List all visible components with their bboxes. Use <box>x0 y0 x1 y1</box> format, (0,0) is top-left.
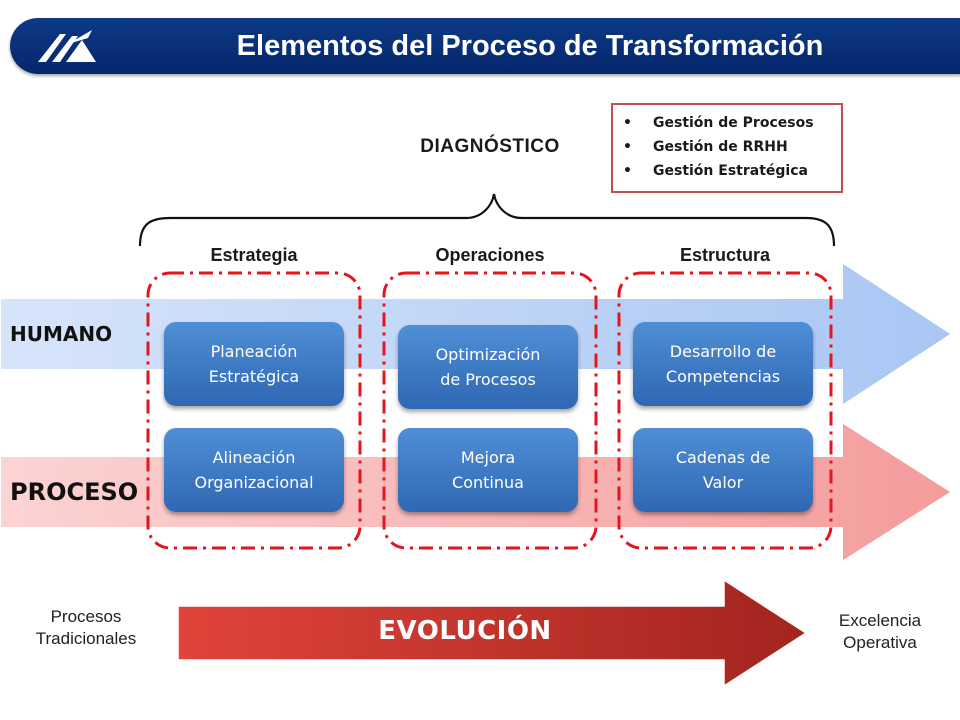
card-planeacion: Planeación Estratégica <box>164 322 344 406</box>
page-title: Elementos del Proceso de Transformación <box>236 30 824 62</box>
row-label-process: PROCESO <box>10 478 139 506</box>
card-mejora: Mejora Continua <box>398 428 578 512</box>
card-alineacion: Alineación Organizacional <box>164 428 344 512</box>
column-label-estructura: Estructura <box>679 245 771 265</box>
evolution-end-label: Excelencia Operativa <box>838 611 922 652</box>
management-areas-box: Gestión de Procesos Gestión de RRHH Gest… <box>611 103 843 193</box>
evolution-arrow <box>177 578 808 688</box>
group-estructura <box>617 271 833 550</box>
card-desarrollo: Desarrollo de Competencias <box>633 322 813 406</box>
list-item: Gestión de Procesos <box>623 111 841 135</box>
list-item: Gestión de RRHH <box>623 135 841 159</box>
diagnosis-brace <box>138 193 836 247</box>
column-label-estrategia: Estrategia <box>210 245 298 265</box>
column-label-operaciones: Operaciones <box>435 245 545 265</box>
group-operaciones <box>382 271 598 550</box>
logo-icon <box>38 30 96 62</box>
card-optimizacion: Optimización de Procesos <box>398 325 578 409</box>
row-label-human: HUMANO <box>10 322 113 346</box>
card-cadenas: Cadenas de Valor <box>633 428 813 512</box>
diagnosis-label: DIAGNÓSTICO <box>420 136 560 157</box>
evolution-label: EVOLUCIÓN <box>378 616 552 646</box>
header-bar: Elementos del Proceso de Transformación <box>10 18 960 74</box>
evolution-start-label: Procesos Tradicionales <box>35 607 137 648</box>
list-item: Gestión Estratégica <box>623 159 841 183</box>
group-estrategia <box>146 271 362 550</box>
